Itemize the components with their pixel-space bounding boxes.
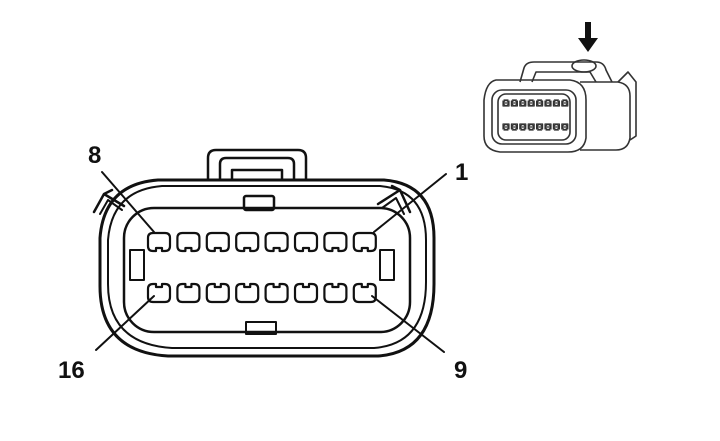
thumb-top-pin-2 xyxy=(510,99,518,107)
top-pin-cavity-8 xyxy=(352,231,377,253)
locking-tab xyxy=(206,148,308,212)
bottom-pin-row xyxy=(146,282,377,304)
thumb-top-pin-1 xyxy=(502,99,510,107)
thumb-bottom-pin-6 xyxy=(544,123,552,131)
pin-label-top-left: 8 xyxy=(88,142,101,169)
thumbnail-bottom-pins xyxy=(502,123,569,131)
bottom-pin-cavity-2 xyxy=(176,282,201,304)
thumb-bottom-pin-8 xyxy=(561,123,569,131)
thumb-top-pin-4 xyxy=(527,99,535,107)
pin-label-bottom-right: 9 xyxy=(454,357,467,384)
top-pin-cavity-6 xyxy=(293,231,319,253)
bottom-pin-cavity-4 xyxy=(235,282,260,304)
top-pin-cavity-5 xyxy=(264,231,289,253)
thumb-top-pin-5 xyxy=(536,99,544,107)
leader-line-9 xyxy=(371,295,445,353)
arrow-down-icon xyxy=(578,22,598,52)
pin-label-top-right: 1 xyxy=(455,159,468,186)
bottom-pin-cavity-8 xyxy=(352,282,377,304)
left-key xyxy=(129,249,145,281)
bottom-pin-cavity-1 xyxy=(146,282,172,304)
right-ear-inner xyxy=(381,197,405,215)
housing-inner-contour xyxy=(107,185,427,349)
top-pin-cavity-3 xyxy=(205,231,230,253)
thumb-bottom-pin-4 xyxy=(527,123,535,131)
connector-thumbnail xyxy=(483,59,637,153)
thumb-bottom-pin-7 xyxy=(552,123,560,131)
thumb-top-pin-6 xyxy=(544,99,552,107)
left-ear-inner xyxy=(99,199,123,215)
thumb-bottom-pin-2 xyxy=(510,123,518,131)
top-pin-cavity-7 xyxy=(323,231,348,253)
right-key xyxy=(379,249,395,281)
top-pin-cavity-1 xyxy=(146,231,172,253)
thumb-top-pin-3 xyxy=(519,99,527,107)
pin-label-bottom-left: 16 xyxy=(58,357,85,384)
thumbnail-top-pins xyxy=(502,99,569,107)
leader-line-1 xyxy=(373,173,447,233)
bottom-pin-cavity-6 xyxy=(293,282,319,304)
thumb-top-pin-7 xyxy=(552,99,560,107)
left-ear xyxy=(92,188,126,214)
leader-line-16 xyxy=(95,295,155,351)
thumb-bottom-pin-3 xyxy=(519,123,527,131)
connector-face-view xyxy=(92,148,447,358)
thumb-top-pin-8 xyxy=(561,99,569,107)
bottom-pin-cavity-3 xyxy=(205,282,230,304)
thumb-bottom-pin-5 xyxy=(536,123,544,131)
top-pin-row xyxy=(146,231,377,253)
leader-line-8 xyxy=(101,171,155,233)
top-pin-cavity-2 xyxy=(176,231,201,253)
thumb-bottom-pin-1 xyxy=(502,123,510,131)
bottom-key xyxy=(245,321,277,335)
bottom-pin-cavity-5 xyxy=(264,282,289,304)
connector-inner-face xyxy=(122,206,412,334)
bottom-pin-cavity-7 xyxy=(323,282,348,304)
housing-outer xyxy=(98,178,436,358)
top-pin-cavity-4 xyxy=(235,231,260,253)
